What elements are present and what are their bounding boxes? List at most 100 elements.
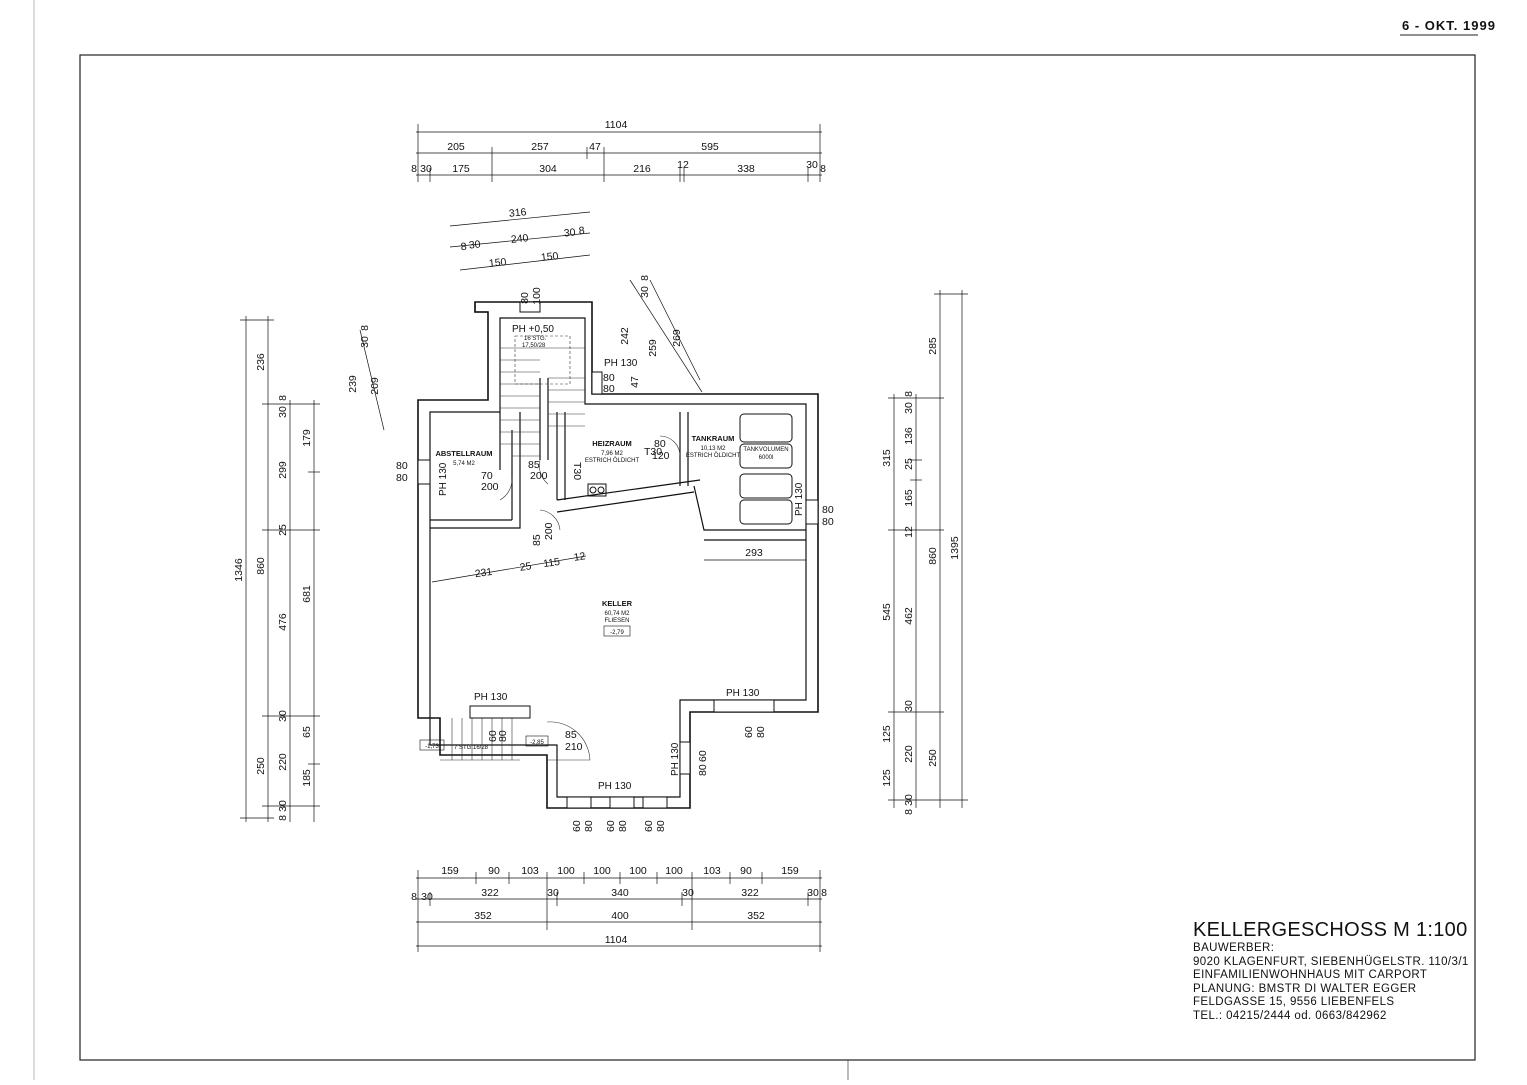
dim-bot-352a: 352 bbox=[474, 910, 492, 922]
dim-right-220: 220 bbox=[903, 745, 915, 763]
dim-stair-8a: 8 bbox=[460, 241, 467, 254]
room-tankraum-area: 10,13 M2 bbox=[700, 446, 726, 452]
dim-bot-30b: 30 bbox=[547, 887, 559, 899]
dim-left-stair-209: 209 bbox=[369, 377, 381, 395]
ph130-right: PH 130 bbox=[726, 688, 760, 699]
room-abstellraum-area: 5,74 M2 bbox=[453, 461, 475, 467]
dim-top-304: 304 bbox=[539, 163, 557, 175]
win-80c: 80 bbox=[822, 504, 834, 516]
win-80a: 80 bbox=[396, 460, 408, 472]
dim-right-30a: 30 bbox=[903, 402, 915, 414]
dim-right-1395: 1395 bbox=[949, 536, 961, 560]
level-2-85: -2,85 bbox=[530, 740, 544, 746]
dim-left-30c: 30 bbox=[277, 800, 289, 812]
dim-right-545: 545 bbox=[881, 603, 893, 621]
dim-right-stair-259: 259 bbox=[647, 339, 659, 357]
dim-bot-340: 340 bbox=[611, 887, 629, 899]
room-keller-level: -2,79 bbox=[610, 630, 624, 636]
left-dimensions: 1346 236 860 250 30 8 299 25 476 30 220 … bbox=[233, 325, 381, 821]
dim-top-8b: 8 bbox=[820, 163, 826, 175]
dim-right-stair-242: 242 bbox=[619, 327, 631, 345]
title-block: KELLERGESCHOSS M 1:100 BAUWERBER: 9020 K… bbox=[1193, 918, 1493, 1023]
dim-top-total: 1104 bbox=[605, 119, 628, 131]
dim-bot-90b: 90 bbox=[740, 865, 752, 877]
dim-stair-30a: 30 bbox=[468, 238, 481, 251]
dim-stair-316: 316 bbox=[508, 206, 527, 220]
dim-top-12: 12 bbox=[677, 159, 689, 171]
win-80e: 80 bbox=[603, 372, 615, 384]
win-80k: 80 bbox=[617, 820, 629, 832]
dim-stair-150b: 150 bbox=[540, 250, 559, 264]
interior-walls bbox=[430, 378, 806, 541]
dim-bot-103a: 103 bbox=[521, 865, 539, 877]
win-80j: 80 bbox=[583, 820, 595, 832]
dim-left-8a: 8 bbox=[277, 395, 289, 401]
title-line-project: EINFAMILIENWOHNHAUS MIT CARPORT bbox=[1193, 969, 1428, 981]
ph130-left: PH 130 bbox=[474, 692, 508, 703]
dim-bot-100a: 100 bbox=[557, 865, 575, 877]
dim-bot-100b: 100 bbox=[593, 865, 611, 877]
win-80h: 80 bbox=[497, 730, 509, 742]
door-200c: 200 bbox=[543, 522, 555, 540]
dim-right-8a: 8 bbox=[903, 391, 915, 397]
stair-steps: 16 STG. bbox=[524, 336, 547, 342]
dim-bot-30a: 30 bbox=[421, 891, 433, 903]
dim-left-stair-239: 239 bbox=[347, 375, 359, 393]
stair-ph-label: PH +0,50 bbox=[512, 324, 554, 335]
door-85b: 85 bbox=[531, 534, 543, 546]
room-heizraum-area: 7,96 M2 bbox=[601, 451, 623, 457]
ph130-stair: PH 130 bbox=[604, 358, 638, 369]
exterior-walls bbox=[417, 301, 819, 809]
dim-left-185: 185 bbox=[301, 769, 313, 787]
dim-left-1346: 1346 bbox=[233, 558, 245, 582]
dim-int-293: 293 bbox=[745, 547, 763, 559]
dim-left-476: 476 bbox=[277, 613, 289, 631]
stair-ratio: 17,50/28 bbox=[522, 343, 546, 349]
ph130-tank: PH 130 bbox=[794, 482, 805, 516]
dim-right-136: 136 bbox=[903, 427, 915, 445]
room-heizraum-floor: ESTRICH ÖLDICHT bbox=[585, 457, 640, 464]
dim-stair-240: 240 bbox=[510, 232, 529, 246]
room-tankraum-name: TANKRAUM bbox=[692, 434, 735, 443]
dim-left-30a: 30 bbox=[277, 406, 289, 418]
win-60c: 60 bbox=[743, 726, 755, 738]
dim-bot-100c: 100 bbox=[629, 865, 647, 877]
t30-stair: T30 bbox=[571, 462, 583, 480]
win-60a: 60 bbox=[697, 750, 709, 762]
dim-right-462: 462 bbox=[903, 607, 915, 625]
dim-left-8b: 8 bbox=[277, 815, 289, 821]
room-tankraum-tank: TANKVOLUMEN bbox=[743, 447, 788, 453]
dim-left-299: 299 bbox=[277, 461, 289, 479]
dim-top-30a: 30 bbox=[420, 163, 432, 175]
dim-bot-322a: 322 bbox=[481, 887, 499, 899]
dim-left-681: 681 bbox=[301, 585, 313, 603]
room-keller-floor: FLIESEN bbox=[604, 618, 629, 624]
dim-int-115: 115 bbox=[542, 556, 560, 570]
dim-bot-100d: 100 bbox=[665, 865, 683, 877]
dim-top-175: 175 bbox=[452, 163, 470, 175]
win-80l: 80 bbox=[655, 820, 667, 832]
top-dimensions: 1104 205 257 47 595 8 30 175 304 216 12 … bbox=[411, 119, 826, 175]
dim-top-595: 595 bbox=[701, 141, 719, 153]
stair-treads bbox=[440, 335, 585, 761]
dim-right-stair-30: 30 bbox=[639, 286, 651, 298]
room-keller-area: 60,74 M2 bbox=[604, 611, 630, 617]
ph130-bay: PH 130 bbox=[670, 742, 681, 776]
dim-bot-8b: 8 bbox=[821, 887, 827, 899]
ph130-abstell: PH 130 bbox=[438, 462, 449, 496]
dim-stair-win100: 100 bbox=[531, 287, 543, 305]
win-60e: 60 bbox=[605, 820, 617, 832]
right-dimensions: 315 545 125 125 30 8 136 25 165 12 462 3… bbox=[619, 275, 961, 815]
dim-right-stair-47: 47 bbox=[629, 376, 641, 388]
windows bbox=[417, 301, 819, 809]
win-80f: 80 bbox=[603, 383, 615, 395]
opening-labels: PH 130 PH 130 PH 130 PH 130 PH 130 PH 13… bbox=[396, 358, 834, 832]
door-swings bbox=[499, 435, 681, 761]
dim-bot-30c: 30 bbox=[682, 887, 694, 899]
dim-right-30c: 30 bbox=[903, 794, 915, 806]
oil-tanks bbox=[587, 413, 793, 525]
title-line-planner: PLANUNG: BMSTR DI WALTER EGGER bbox=[1193, 982, 1417, 995]
win-80b: 80 bbox=[396, 472, 408, 484]
dim-right-165: 165 bbox=[903, 489, 915, 507]
